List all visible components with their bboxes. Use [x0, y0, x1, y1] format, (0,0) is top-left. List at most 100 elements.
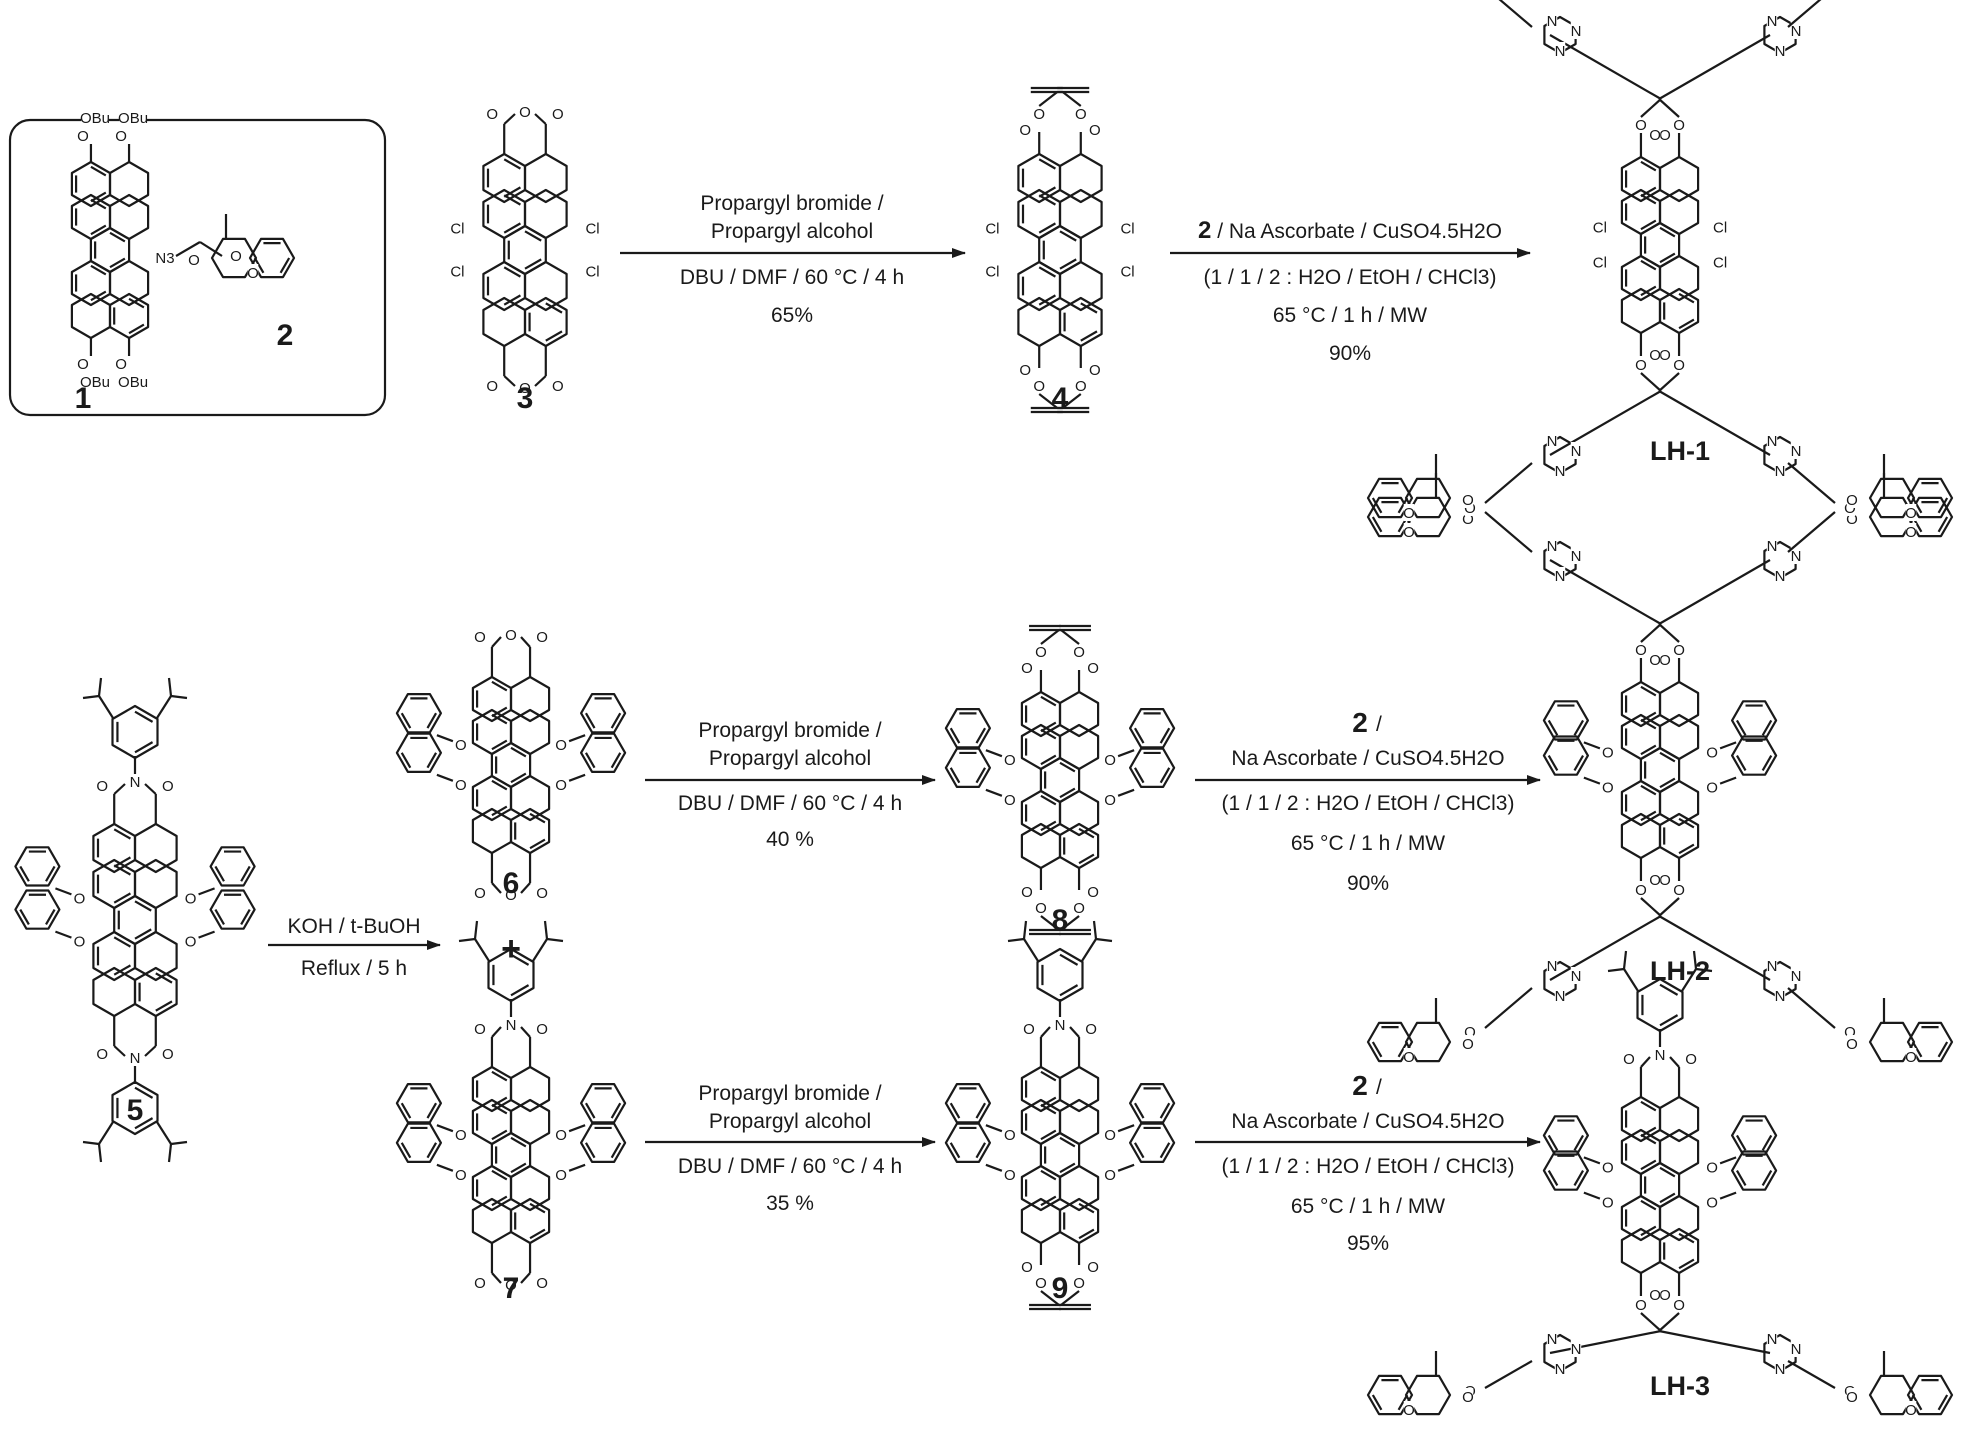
obu: OBu	[80, 110, 110, 127]
ether-o: O	[1706, 1195, 1718, 1212]
coumarin-carbonyl: O	[1462, 511, 1474, 528]
chloro: Cl	[985, 220, 999, 237]
triazole-n: N	[1767, 538, 1778, 555]
carbonyl-o: O	[1087, 660, 1099, 677]
coumarin-carbonyl: O	[1462, 492, 1474, 509]
r4toLH1-yield: 90%	[1329, 342, 1371, 365]
r9toLH3-slash: /	[1376, 1076, 1382, 1099]
r4toLH1-line1: 2 / Na Ascorbate / CuSO4.5H2O	[1198, 217, 1502, 244]
r8toLH2-line3: 65 °C / 1 h / MW	[1291, 832, 1445, 855]
r9toLH3-line2: (1 / 1 / 2 : H2O / EtOH / CHCl3)	[1222, 1155, 1515, 1178]
ether-o: O	[1706, 780, 1718, 797]
carbonyl-o: O	[1649, 652, 1661, 669]
chloro: Cl	[1593, 219, 1607, 236]
coumarin-carbonyl: O	[1462, 1389, 1474, 1406]
ether-o: O	[1706, 744, 1718, 761]
compound-4-label: 4	[1052, 382, 1069, 415]
r8toLH2-line2: (1 / 1 / 2 : H2O / EtOH / CHCl3)	[1222, 792, 1515, 815]
triazole-n: N	[1791, 968, 1802, 985]
compound-2-label: 2	[277, 319, 294, 352]
carbonyl-o: O	[536, 885, 548, 902]
carbonyl-o: O	[1087, 884, 1099, 901]
ether-o: O	[555, 1167, 567, 1184]
carbonyl-o: O	[1019, 362, 1031, 379]
chloro: Cl	[1713, 255, 1727, 272]
carbonyl-o: O	[115, 128, 127, 145]
carbonyl-o: O	[1019, 122, 1031, 139]
ring-o: O	[505, 1277, 517, 1294]
ester-o: O	[1073, 1275, 1085, 1292]
chloro: Cl	[1713, 219, 1727, 236]
imide-n: N	[1655, 1047, 1666, 1064]
carbonyl-o: O	[77, 128, 89, 145]
ester-o: O	[1673, 1297, 1685, 1314]
triazole-n: N	[1775, 463, 1786, 480]
azide: N3	[155, 250, 174, 267]
ether-o: O	[1602, 1195, 1614, 1212]
triazole-n: N	[1555, 463, 1566, 480]
ether-o: O	[1602, 1159, 1614, 1176]
carbonyl-o: O	[536, 1021, 548, 1038]
coumarin-o: O	[1905, 1049, 1917, 1066]
ring-o: O	[519, 104, 531, 121]
carbonyl-o: O	[1089, 362, 1101, 379]
r5-line1: KOH / t-BuOH	[287, 915, 420, 938]
carbonyl-o: O	[1659, 652, 1671, 669]
compound-LH1-label: LH-1	[1650, 436, 1710, 466]
ether-o: O	[1602, 744, 1614, 761]
carbonyl-o: O	[552, 378, 564, 395]
ether-o: O	[1706, 1159, 1718, 1176]
r4toLH1-reagent-num: 2	[1198, 217, 1211, 244]
ether-o: O	[74, 890, 86, 907]
ether-o: O	[185, 934, 197, 951]
compound-5-label: 5	[127, 1094, 144, 1127]
chloro: Cl	[985, 264, 999, 281]
triazole-n: N	[1547, 13, 1558, 30]
carbonyl-o: O	[1089, 122, 1101, 139]
ether-o: O	[1004, 1127, 1016, 1144]
compound-9-label: 9	[1052, 1272, 1069, 1305]
triazole-n: N	[1791, 548, 1802, 565]
r3to4-line1: Propargyl bromide /	[700, 192, 883, 215]
triazole-n: N	[1555, 1361, 1566, 1378]
ether-o: O	[1004, 752, 1016, 769]
ether-o: O	[555, 1127, 567, 1144]
triazole-n: N	[1767, 1331, 1778, 1348]
ester-o: O	[1073, 900, 1085, 917]
coumarin-carbonyl: O	[188, 252, 200, 269]
carbonyl-o: O	[1649, 347, 1661, 364]
ester-o: O	[1035, 900, 1047, 917]
obu: OBu	[118, 374, 148, 391]
triazole-n: N	[1775, 988, 1786, 1005]
carbonyl-o: O	[536, 629, 548, 646]
r8toLH2-reagent-num: 2	[1352, 707, 1368, 738]
ester-o: O	[1635, 642, 1647, 659]
compound-3-label: 3	[517, 382, 534, 415]
triazole-n: N	[1767, 433, 1778, 450]
r7to9-line2: Propargyl alcohol	[709, 1110, 871, 1133]
r6to8-line1: Propargyl bromide /	[698, 719, 881, 742]
carbonyl-o: O	[162, 1046, 174, 1063]
coumarin-carbonyl: O	[1846, 1389, 1858, 1406]
ester-o: O	[1635, 1297, 1647, 1314]
carbonyl-o: O	[1623, 1051, 1635, 1068]
triazole-n: N	[1547, 433, 1558, 450]
compound-8-label: 8	[1052, 904, 1069, 937]
obu: OBu	[118, 110, 148, 127]
coumarin-o: O	[1905, 524, 1917, 541]
r8toLH2-slash: /	[1376, 713, 1382, 736]
ester-o: O	[1033, 106, 1045, 123]
r3to4-line3: DBU / DMF / 60 °C / 4 h	[680, 266, 904, 289]
ether-o: O	[1104, 752, 1116, 769]
chloro: Cl	[450, 264, 464, 281]
ester-o: O	[1073, 644, 1085, 661]
triazole-n: N	[1555, 988, 1566, 1005]
triazole-n: N	[1791, 23, 1802, 40]
ester-o: O	[1033, 378, 1045, 395]
ester-o: O	[1673, 357, 1685, 374]
r7to9-yield: 35 %	[766, 1192, 814, 1215]
